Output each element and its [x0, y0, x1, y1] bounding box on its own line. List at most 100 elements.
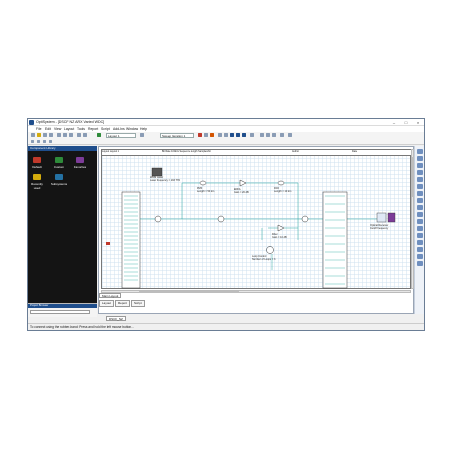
- refresh-icon[interactable]: [417, 261, 423, 266]
- pause-icon[interactable]: [204, 133, 208, 137]
- layout-header-date: Date: [352, 150, 412, 156]
- align-left-icon[interactable]: [230, 133, 234, 137]
- filter-label: Filter Gain = 10 dB: [272, 233, 287, 239]
- tab-report[interactable]: Report: [115, 300, 131, 307]
- layer-icon[interactable]: [218, 133, 222, 137]
- sweep-select[interactable]: Sweep Iteration 1: [160, 132, 194, 138]
- menu-addins[interactable]: Add-Ins: [113, 126, 125, 131]
- ellipse-icon[interactable]: [417, 212, 423, 217]
- menu-layout[interactable]: Layout: [64, 126, 75, 131]
- zoom-icon[interactable]: [140, 133, 144, 137]
- menu-tools[interactable]: Tools: [77, 126, 85, 131]
- select-arrow-icon[interactable]: [31, 140, 34, 143]
- run-icon[interactable]: [97, 133, 101, 137]
- menu-file[interactable]: File: [36, 126, 42, 131]
- redo-icon[interactable]: [83, 133, 87, 137]
- layout-header-author: Author: [292, 150, 352, 156]
- script-icon[interactable]: [266, 133, 270, 137]
- subsystems-folder-icon[interactable]: [55, 174, 63, 180]
- vertical-scrollbar[interactable]: [411, 149, 414, 289]
- image-icon[interactable]: [417, 219, 423, 224]
- new-file-icon[interactable]: [31, 133, 35, 137]
- laser-label: WDM Laser Laser frequency = 193 THz: [150, 176, 181, 182]
- pointer-tool-icon[interactable]: [417, 149, 423, 154]
- distribute-icon[interactable]: [250, 133, 254, 137]
- demux-port-lines: [325, 195, 345, 285]
- stop-icon[interactable]: [198, 133, 202, 137]
- wire-icon[interactable]: [43, 140, 46, 143]
- vertical-scroll-thumb[interactable]: [411, 157, 414, 197]
- align-center-icon[interactable]: [236, 133, 240, 137]
- coupler-component: [154, 215, 162, 223]
- text-tool-icon[interactable]: [49, 140, 52, 143]
- zoom-in-icon[interactable]: [417, 163, 423, 168]
- flip-icon[interactable]: [417, 184, 423, 189]
- cut-icon[interactable]: [57, 133, 61, 137]
- align-right-icon[interactable]: [242, 133, 246, 137]
- receiver-label: Optical Receiver Cutoff frequency: [370, 224, 389, 230]
- browser-title: Project Browser: [28, 304, 97, 308]
- fit-window-icon[interactable]: [417, 226, 423, 231]
- window-title: OptiSystem - [DSCF NZ ARX Varied WDC]: [36, 120, 105, 124]
- save-icon[interactable]: [43, 133, 47, 137]
- folder-label-custom: Custom: [53, 165, 65, 169]
- menu-script[interactable]: Script: [101, 126, 110, 131]
- filter-amplifier-component: [277, 224, 285, 232]
- maximize-button[interactable]: □: [404, 120, 408, 125]
- tab-strip: Layout Report Script: [99, 300, 415, 307]
- zoom-fit-icon[interactable]: [417, 233, 423, 238]
- settings-icon[interactable]: [280, 133, 284, 137]
- app-icon: [29, 120, 34, 125]
- menu-window[interactable]: Window: [126, 126, 139, 131]
- analyzer-component: [387, 212, 396, 223]
- favorites-folder-icon[interactable]: [76, 157, 84, 163]
- horizontal-scroll-thumb[interactable]: [139, 290, 239, 293]
- grid-toggle-icon[interactable]: [417, 240, 423, 245]
- menu-edit[interactable]: Edit: [45, 126, 51, 131]
- custom-folder-icon[interactable]: [55, 157, 63, 163]
- record-icon[interactable]: [210, 133, 214, 137]
- receiver-component: [376, 212, 387, 223]
- snap-icon[interactable]: [417, 247, 423, 252]
- report-icon[interactable]: [260, 133, 264, 137]
- undo-icon[interactable]: [77, 133, 81, 137]
- loop-control-component: [266, 246, 274, 254]
- open-folder-icon[interactable]: [37, 133, 41, 137]
- browser-search-input[interactable]: [30, 310, 90, 314]
- pan-tool-icon[interactable]: [417, 156, 423, 161]
- default-folder-icon[interactable]: [33, 157, 41, 163]
- help-icon[interactable]: [288, 133, 292, 137]
- print-icon[interactable]: [49, 133, 53, 137]
- copy-icon[interactable]: [63, 133, 67, 137]
- text-icon[interactable]: [417, 191, 423, 196]
- project-browser: Project Browser: [28, 303, 97, 317]
- right-tool-strip: [414, 146, 424, 314]
- horizontal-scrollbar[interactable]: [101, 290, 411, 293]
- properties-icon[interactable]: [417, 254, 423, 259]
- splitter-component: [217, 215, 225, 223]
- menu-help[interactable]: Help: [140, 126, 147, 131]
- fiber-pmf-component: [199, 180, 207, 186]
- grid-icon[interactable]: [224, 133, 228, 137]
- project-tab[interactable]: DSCF_NZ: [106, 316, 126, 321]
- line-icon[interactable]: [417, 198, 423, 203]
- zoom-out-icon[interactable]: [417, 170, 423, 175]
- tab-layout[interactable]: Layout: [99, 300, 115, 307]
- menu-view[interactable]: View: [54, 126, 62, 131]
- combiner-component: [301, 215, 309, 223]
- tab-script[interactable]: Script: [131, 300, 145, 307]
- edfa-amplifier-component: [239, 179, 247, 187]
- rotate-icon[interactable]: [417, 177, 423, 182]
- calc-icon[interactable]: [272, 133, 276, 137]
- connect-icon[interactable]: [37, 140, 40, 143]
- layout-select[interactable]: Layout 1: [106, 132, 136, 138]
- main-layout-tab[interactable]: Main Layout: [99, 293, 122, 298]
- rectangle-icon[interactable]: [417, 205, 423, 210]
- paste-icon[interactable]: [69, 133, 73, 137]
- layout-canvas-area: Layout Layout 1 Bit Rate 10Gb/s Sequence…: [98, 146, 414, 314]
- recently-used-folder-icon[interactable]: [33, 174, 41, 180]
- menu-report[interactable]: Report: [88, 126, 99, 131]
- close-button[interactable]: ×: [416, 120, 420, 125]
- minimize-button[interactable]: –: [392, 120, 396, 125]
- layout-canvas[interactable]: Layout Layout 1 Bit Rate 10Gb/s Sequence…: [101, 149, 412, 289]
